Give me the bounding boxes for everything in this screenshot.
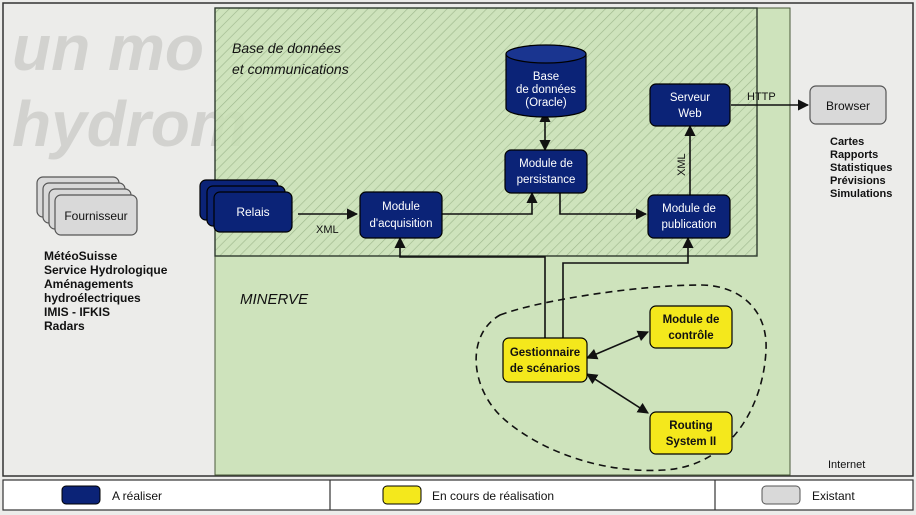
fournisseur-label: Fournisseur [64, 209, 127, 223]
persistance-node [504, 149, 588, 194]
edge-gestionnaire-acquisition [394, 236, 546, 338]
gestionnaire-node [502, 337, 588, 383]
serveur-web-label-2: Web [678, 108, 701, 120]
output-item: Rapports [830, 149, 878, 161]
browser-node [809, 85, 887, 125]
legend: A réaliser En cours de réalisation Exist… [2, 479, 914, 511]
edge-gestionnaire-publication [562, 236, 694, 338]
acquisition-label-1: Module [382, 201, 420, 213]
relais-label: Relais [236, 205, 269, 219]
relais-stack: Relais [199, 179, 293, 233]
fournisseur-stack: Fournisseur [36, 176, 138, 236]
db-area-title-line1: Base de données [232, 40, 341, 56]
edge-acquisition-persistance [442, 191, 538, 215]
routing-node [649, 411, 733, 455]
xml-label-publication: XML [676, 153, 688, 176]
edge-gestionnaire-controle [585, 330, 650, 360]
legend-frame [2, 479, 914, 511]
relais-node [213, 191, 293, 233]
serveur-web-node [649, 83, 731, 127]
database-node: Base de données (Oracle) [505, 44, 587, 118]
provider-item: Service Hydrologique [44, 263, 168, 277]
publication-label-1: Module de [662, 203, 716, 215]
provider-item: MétéoSuisse [44, 249, 118, 263]
internet-label: Internet [828, 459, 865, 471]
persistance-label-2: persistance [517, 174, 576, 186]
database-label-1: Base [533, 71, 559, 83]
publication-label-2: publication [662, 219, 717, 231]
output-item: Prévisions [830, 175, 886, 187]
output-item: Simulations [830, 188, 892, 200]
output-list: Cartes Rapports Statistiques Prévisions … [830, 136, 892, 200]
routing-label-2: System II [666, 436, 717, 448]
edge-gestionnaire-routing [586, 373, 649, 414]
watermark-text-1: un mo [12, 12, 204, 84]
db-area-title-line2: et communications [232, 61, 349, 77]
gestionnaire-label-2: de scénarios [510, 363, 580, 375]
provider-item: IMIS - IFKIS [44, 305, 110, 319]
persistance-label-1: Module de [519, 158, 573, 170]
provider-item: hydroélectriques [44, 291, 141, 305]
scenario-dashed-region [475, 284, 767, 472]
minerve-label: MINERVE [240, 291, 309, 308]
legend-label-existing: Existant [812, 489, 855, 503]
database-label-3: (Oracle) [525, 97, 567, 109]
legend-label-in-progress: En cours de réalisation [432, 489, 554, 503]
http-label: HTTP [747, 91, 776, 103]
watermark-text-2: hydrom [12, 88, 247, 160]
database-label-2: de données [516, 84, 576, 96]
serveur-web-label-1: Serveur [670, 92, 710, 104]
publication-node [647, 194, 731, 239]
fournisseur-node [54, 194, 138, 236]
browser-label: Browser [826, 99, 870, 113]
acquisition-label-2: d'acquisition [370, 218, 433, 230]
routing-label-1: Routing [669, 420, 712, 432]
output-item: Cartes [830, 136, 864, 148]
provider-item: Aménagements [44, 277, 134, 291]
legend-swatch-to-do [61, 485, 101, 505]
controle-node [649, 305, 733, 349]
controle-label-2: contrôle [668, 330, 713, 342]
provider-item: Radars [44, 319, 85, 333]
controle-label-1: Module de [663, 314, 720, 326]
xml-label-input: XML [316, 224, 339, 236]
edge-persistance-publication [559, 193, 648, 220]
output-item: Statistiques [830, 162, 892, 174]
legend-swatch-existing [761, 485, 801, 505]
legend-label-to-do: A réaliser [112, 489, 162, 503]
provider-list: MétéoSuisse Service Hydrologique Aménage… [44, 249, 168, 333]
gestionnaire-label-1: Gestionnaire [510, 347, 580, 359]
diagram-frame [2, 2, 914, 477]
legend-swatch-in-progress [382, 485, 422, 505]
connections [298, 99, 810, 414]
acquisition-node [359, 191, 443, 239]
